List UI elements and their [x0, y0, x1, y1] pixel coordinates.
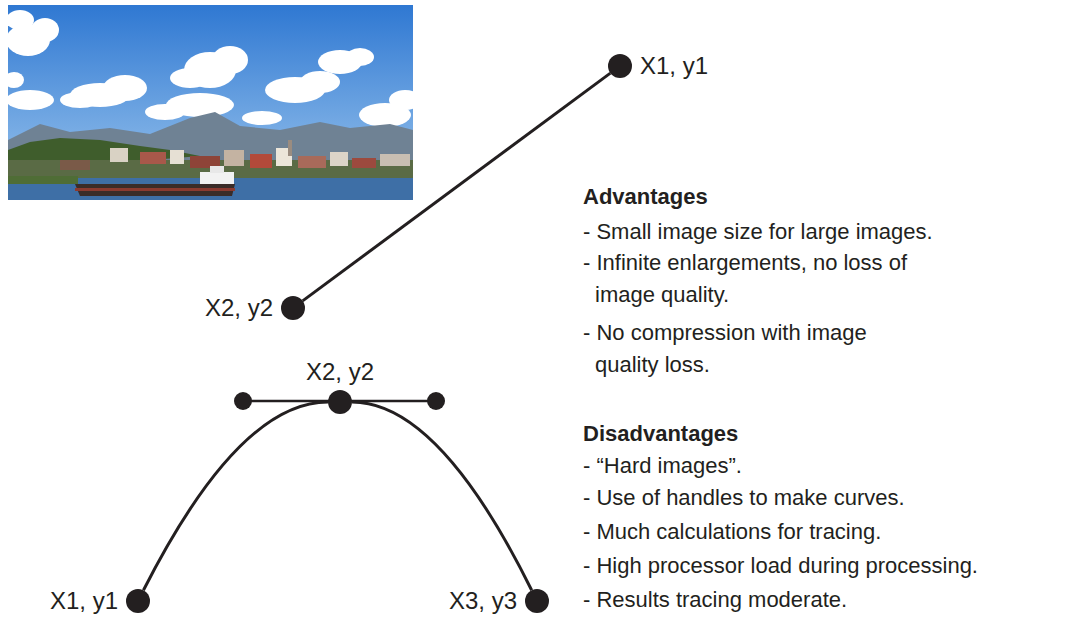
control-point: X2, y2	[281, 296, 305, 320]
bezier-curve	[143, 402, 328, 590]
control-point: X2, y2	[328, 390, 352, 414]
line-segment	[303, 73, 611, 301]
control-point: X1, y1	[126, 589, 150, 613]
control-point: X3, y3	[525, 589, 549, 613]
list-item: - Use of handles to make curves.	[583, 482, 905, 514]
list-item: - No compression with image quality loss…	[583, 317, 930, 381]
section-heading: Advantages	[583, 181, 708, 213]
point-label: X1, y1	[50, 587, 118, 615]
list-item: - Small image size for large images.	[583, 216, 933, 248]
list-item: - Much calculations for tracing.	[583, 516, 881, 548]
point-label: X2, y2	[306, 358, 374, 386]
point-label: X3, y3	[449, 587, 517, 615]
list-item: - Results tracing moderate.	[583, 584, 847, 616]
section-heading: Disadvantages	[583, 418, 738, 450]
list-item: - Infinite enlargements, no loss of imag…	[583, 247, 930, 311]
point-label: X2, y2	[205, 294, 273, 322]
list-item: - High processor load during processing.	[583, 550, 978, 582]
point-label: X1, y1	[640, 52, 708, 80]
list-item: - “Hard images”.	[583, 450, 742, 482]
control-point: X1, y1	[608, 54, 632, 78]
bezier-curve	[352, 402, 532, 590]
